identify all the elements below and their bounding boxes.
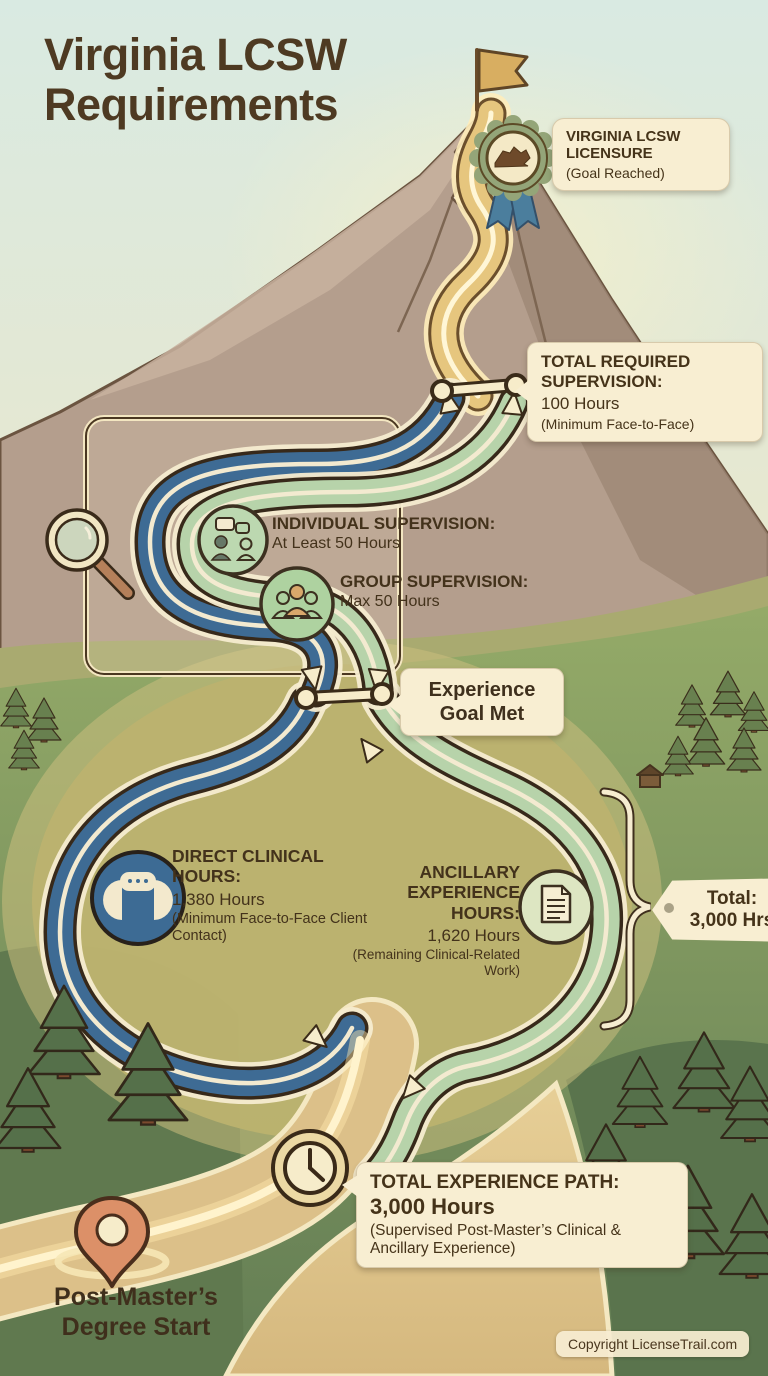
group-supervision-label: GROUP SUPERVISION: Max 50 Hours — [340, 572, 590, 612]
experience-path-note: (Supervised Post-Master’s Clinical & Anc… — [370, 1222, 621, 1258]
individual-supervision-label: INDIVIDUAL SUPERVISION: At Least 50 Hour… — [272, 514, 562, 554]
road-glow-line — [0, 1030, 370, 1280]
total-supervision-note: (Minimum Face-to-Face) — [541, 415, 695, 432]
ancillary-path-loop — [353, 677, 628, 1199]
total-supervision-heading: TOTAL REQUIRED SUPERVISION: — [541, 352, 691, 391]
individual-supervision-value: At Least 50 Hours — [272, 534, 401, 552]
total-tag-label: Total: — [706, 888, 758, 909]
experience-path-callout: TOTAL EXPERIENCE PATH: 3,000 Hours (Supe… — [342, 1162, 688, 1269]
summit-flag-icon — [475, 48, 529, 112]
group-supervision-value: Max 50 Hours — [340, 592, 440, 610]
group-supervision-heading: GROUP SUPERVISION: — [340, 572, 529, 591]
page-title: Virginia LCSW Requirements — [44, 29, 347, 130]
supervision-gate — [430, 373, 528, 403]
total-supervision-value: 100 Hours — [541, 394, 620, 414]
experience-goal-callout: Experience Goal Met — [388, 668, 564, 736]
direct-clinical-label: DIRECT CLINICAL HOURS: 1,380 Hours (Mini… — [172, 846, 387, 944]
total-hours-brace — [599, 787, 652, 1031]
clock-icon — [271, 1129, 349, 1207]
tag-hole — [664, 903, 674, 913]
direct-clinical-heading: DIRECT CLINICAL HOURS: — [172, 846, 324, 887]
virginia-state-shape — [494, 146, 531, 168]
start-label: Post-Master’s Degree Start — [54, 1283, 218, 1341]
group-supervision-icon — [259, 566, 335, 642]
individual-supervision-icon — [197, 504, 269, 576]
direct-clinical-note: (Minimum Face-to-Face Client Contact) — [172, 910, 367, 944]
individual-supervision-heading: INDIVIDUAL SUPERVISION: — [272, 514, 496, 533]
direct-clinical-path-loop — [38, 681, 373, 1104]
copyright-badge: Copyright LicenseTrail.com — [556, 1331, 750, 1357]
ancillary-note: (Remaining Clinical-Related Work) — [352, 947, 520, 978]
magnifier-icon — [45, 508, 135, 600]
licensure-note: (Goal Reached) — [566, 164, 665, 181]
ancillary-heading: ANCILLARY EXPERIENCE HOURS: — [407, 862, 520, 923]
experience-path-value: 3,000 Hours — [370, 1194, 495, 1220]
experience-gate — [294, 682, 394, 710]
licensure-medal-icon — [469, 115, 557, 231]
licensure-heading: VIRGINIA LCSW LICENSURE — [566, 128, 681, 163]
ancillary-label: ANCILLARY EXPERIENCE HOURS: 1,620 Hours … — [348, 862, 520, 978]
clinical-conversation-icon — [90, 850, 186, 946]
total-tag-value: 3,000 Hrs — [689, 910, 768, 932]
ancillary-value: 1,620 Hours — [427, 925, 520, 945]
experience-path-heading: TOTAL EXPERIENCE PATH: — [370, 1172, 620, 1193]
start-pin-icon — [54, 1196, 170, 1288]
cabin-icon — [636, 764, 664, 788]
experience-goal-label: Experience Goal Met — [428, 679, 536, 725]
licensure-callout: VIRGINIA LCSW LICENSURE (Goal Reached) — [552, 118, 730, 191]
direct-clinical-value: 1,380 Hours — [172, 889, 265, 909]
total-supervision-callout: TOTAL REQUIRED SUPERVISION: 100 Hours (M… — [515, 342, 763, 442]
document-icon — [518, 869, 594, 945]
